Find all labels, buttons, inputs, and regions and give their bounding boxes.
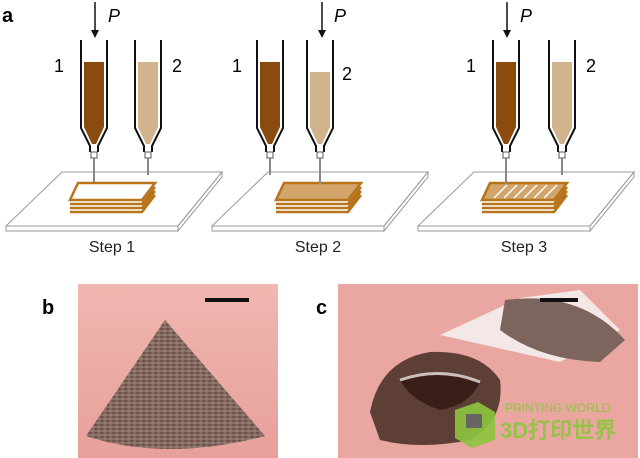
step-2-label: Step 2: [295, 239, 341, 256]
layer-stack: [480, 181, 570, 214]
syringe-1-label: 1: [232, 56, 242, 76]
syringe-1: [492, 39, 520, 159]
panel-label-b: b: [42, 297, 54, 319]
watermark-logo: PRINTING WORLD 3D打印世界: [455, 401, 616, 448]
panel-label-c: c: [316, 297, 327, 319]
scale-bar: [205, 298, 249, 302]
step-3-label: Step 3: [501, 239, 547, 256]
panel-label-a: a: [2, 5, 14, 27]
step-1-diagram: P 1 2 Step 1: [5, 2, 223, 256]
cone-photo: [78, 284, 278, 458]
layer-stack: [274, 181, 364, 214]
layer-stack: [68, 181, 158, 214]
syringe-1: [80, 39, 108, 159]
pressure-label: P: [108, 6, 120, 26]
syringe-2-label: 2: [342, 64, 352, 84]
pressure-label: P: [334, 6, 346, 26]
syringe-2: [548, 39, 576, 159]
step-2-diagram: P 1 2 Step 2: [211, 2, 429, 256]
step-1-label: Step 1: [89, 239, 135, 256]
syringe-2: [134, 39, 162, 159]
syringe-2-label: 2: [586, 56, 596, 76]
pressure-label: P: [520, 6, 532, 26]
syringe-2: [310, 72, 330, 144]
step-3-diagram: P 1 2 Step 3: [417, 2, 635, 256]
watermark-bottom: 3D打印世界: [500, 418, 616, 443]
syringe-1: [256, 39, 284, 159]
syringe-2-label: 2: [172, 56, 182, 76]
syringe-1-label: 1: [466, 56, 476, 76]
scale-bar: [540, 298, 578, 302]
syringe-1-label: 1: [54, 56, 64, 76]
watermark-top: PRINTING WORLD: [505, 401, 611, 415]
